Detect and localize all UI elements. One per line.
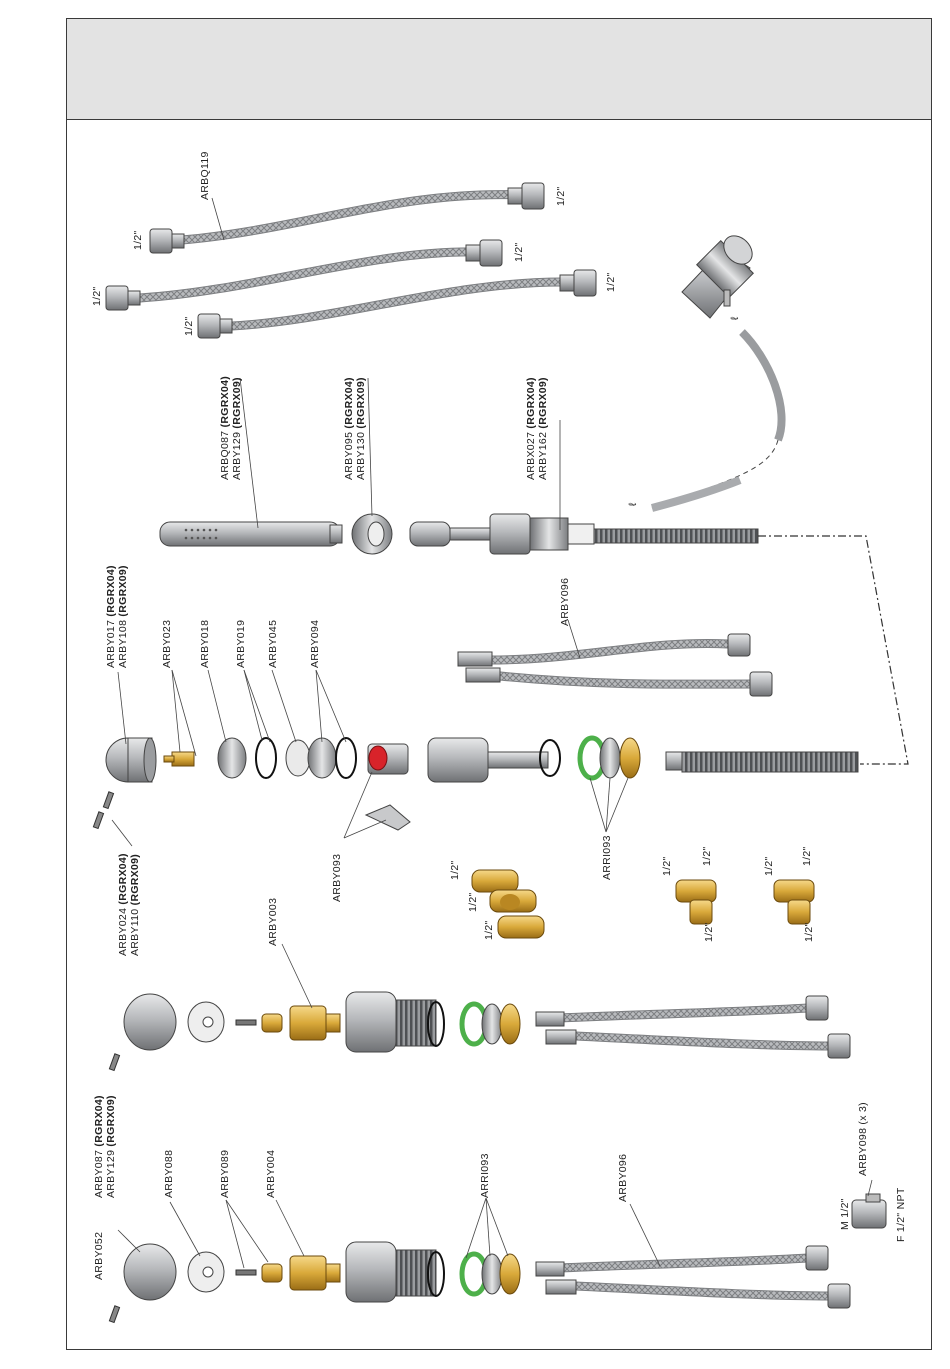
label-arby018: ARBY018 <box>199 620 211 668</box>
hose-arbq119-2 <box>105 239 503 311</box>
label-half-inch: 1/2" <box>91 286 103 306</box>
label-arby098: ARBY098 (x 3) <box>857 1102 869 1176</box>
label-arby017: ARBY017 (RGRX04) <box>105 565 117 668</box>
label-m-half: M 1/2" <box>839 1198 851 1230</box>
hose-arbq119-1 <box>149 182 545 254</box>
label-half-inch: 1/2" <box>513 242 525 262</box>
label-arri093-lower: ARRI093 <box>479 1153 491 1198</box>
label-arby093: ARBY093 <box>331 854 343 902</box>
cartridge-row <box>105 735 859 831</box>
label-half-inch: 1/2" <box>801 846 813 866</box>
label-half-inch: 1/2" <box>483 920 495 940</box>
brass-tee-fitting-2 <box>773 879 815 925</box>
label-half-inch: 1/2" <box>449 860 461 880</box>
label-half-inch: 1/2" <box>467 892 479 912</box>
label-arby110: ARBY110 (RGRX09) <box>129 854 141 956</box>
label-arbq087: ARBQ087 (RGRX04) <box>219 376 231 480</box>
hex-nut-icon <box>149 228 173 254</box>
svg-text:ℓ: ℓ <box>627 502 639 506</box>
label-arby088: ARBY088 <box>163 1150 175 1198</box>
label-arby162: ARBY162 (RGRX09) <box>537 377 549 480</box>
label-arby096-lower: ARBY096 <box>617 1154 629 1202</box>
brass-tee-fitting-1 <box>675 879 717 925</box>
label-half-inch: 1/2" <box>555 186 567 206</box>
label-arby130: ARBY130 (RGRX09) <box>355 377 367 480</box>
label-half-inch: 1/2" <box>183 316 195 336</box>
label-arby094: ARBY094 <box>309 620 321 668</box>
leader-lines <box>117 377 629 839</box>
valve-row-arby004 <box>108 1197 521 1324</box>
label-arby003: ARBY003 <box>267 898 279 946</box>
label-half-inch: 1/2" <box>763 856 775 876</box>
label-arby052: ARBY052 <box>93 1232 105 1280</box>
hose-pair-middle <box>535 995 851 1059</box>
label-half-inch: 1/2" <box>703 922 715 942</box>
label-arby089: ARBY089 <box>219 1150 231 1198</box>
label-arby096-upper: ARBY096 <box>559 578 571 626</box>
label-arby004: ARBY004 <box>265 1150 277 1198</box>
grub-screws <box>92 791 133 847</box>
header-band <box>66 18 932 120</box>
label-arby095: ARBY095 (RGRX04) <box>343 377 355 480</box>
label-half-inch: 1/2" <box>132 230 144 250</box>
brass-elbow-fittings <box>471 869 545 939</box>
label-arby045: ARBY045 <box>267 620 279 668</box>
label-arby023: ARBY023 <box>161 620 173 668</box>
shower-holder-ring <box>351 513 393 555</box>
label-half-inch: 1/2" <box>701 846 713 866</box>
label-arby108: ARBY108 (RGRX09) <box>117 565 129 668</box>
pull-out-spout-assembly <box>409 420 909 765</box>
label-half-inch: 1/2" <box>803 922 815 942</box>
adapter-arby098 <box>851 1179 887 1229</box>
hose-arbq119-3 <box>197 269 597 339</box>
label-half-inch: 1/2" <box>605 272 617 292</box>
label-arby024: ARBY024 (RGRX04) <box>117 853 129 956</box>
hose-pair-arby096-upper <box>457 619 773 697</box>
hand-shower <box>159 521 343 547</box>
diverter-valve: ℓ ℓ <box>627 235 786 512</box>
hex-nut-icon <box>521 182 545 210</box>
label-arby019: ARBY019 <box>235 620 247 668</box>
label-half-inch: 1/2" <box>661 856 673 876</box>
label-arbq119: ARBQ119 <box>199 151 211 200</box>
label-arby129-bottom: ARBY129 (RGRX09) <box>105 1095 117 1198</box>
valve-row-arby003 <box>108 943 521 1072</box>
label-arri093-upper: ARRI093 <box>601 835 613 880</box>
label-arby087: ARBY087 (RGRX04) <box>93 1095 105 1198</box>
label-arby129-top: ARBY129 (RGRX09) <box>231 377 243 480</box>
connection-dash-line <box>758 535 909 765</box>
label-arbx027: ARBX027 (RGRX04) <box>525 377 537 480</box>
label-f-half-npt: F 1/2" NPT <box>895 1187 907 1242</box>
svg-text:ℓ: ℓ <box>729 316 741 320</box>
hose-pair-arby096-lower <box>535 1203 851 1309</box>
